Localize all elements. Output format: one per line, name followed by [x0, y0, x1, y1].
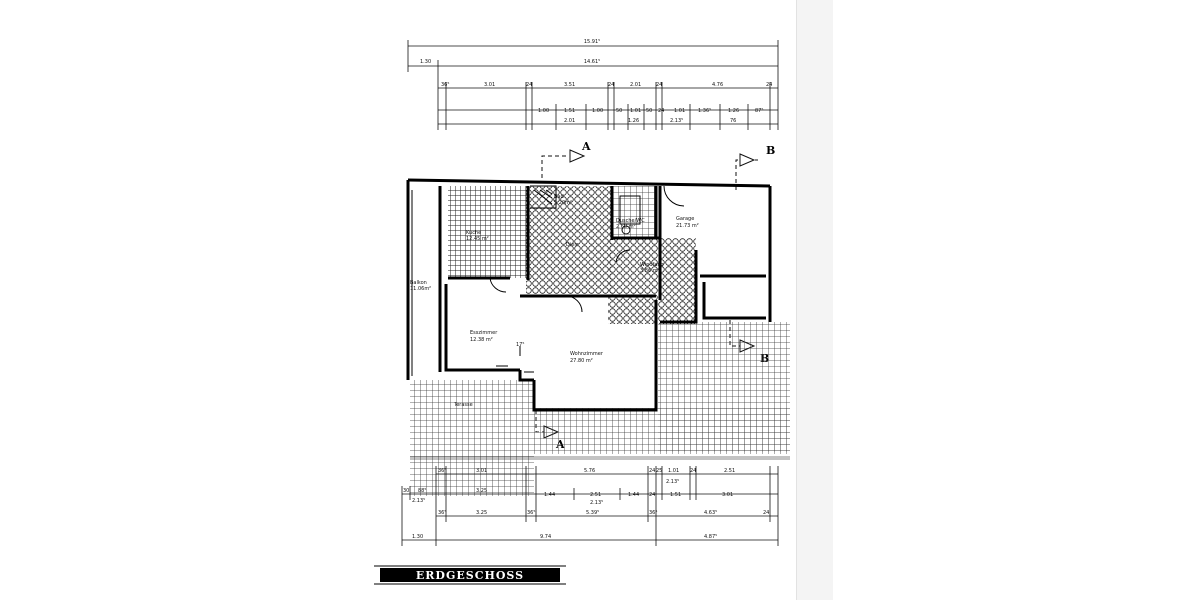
room-labels: Küche 12.45 m² Bad 5.20m² Dusche/WC 2.60…	[410, 194, 699, 408]
dim-label: 9.74	[540, 534, 551, 540]
floor-patterns	[410, 186, 790, 496]
dim-label: 2.01	[630, 82, 641, 88]
dim-label: 24	[608, 82, 614, 88]
dim-label: 24	[526, 82, 532, 88]
dim-label: 30	[403, 488, 409, 494]
dim-label: 36⁵	[438, 468, 446, 474]
dim-label: 3.51	[564, 82, 575, 88]
dim-label: 4.63⁵	[704, 510, 717, 516]
dim-label: 36⁵	[438, 510, 446, 516]
plan-title: ERDGESCHOSS	[374, 565, 566, 585]
dim-label: 1.51	[564, 108, 575, 114]
room-area-wohnzimmer: 27.80 m²	[570, 358, 593, 364]
dim-label: 36⁵	[527, 510, 535, 516]
thin-lines	[407, 185, 685, 376]
dim-label: 24	[658, 108, 664, 114]
plan-title-text: ERDGESCHOSS	[416, 569, 524, 582]
dim-label: 50	[646, 108, 652, 114]
dim-label: 1.01	[668, 468, 679, 474]
bottom-dimension-chain	[401, 466, 779, 546]
room-area-garage: 21.73 m²	[676, 223, 699, 229]
room-name-esszimmer: Esszimmer	[470, 330, 498, 336]
dim-label: 24	[690, 468, 696, 474]
dim-label: 2.13⁵	[412, 498, 425, 504]
room-area-windfang: 3.86 m²	[640, 268, 660, 274]
section-label-a-top: A	[581, 140, 591, 153]
dim-label: 3.01	[722, 492, 733, 498]
room-name-kueche: Küche	[466, 230, 481, 236]
dim-label: 36⁵	[649, 510, 657, 516]
room-name-bad: Bad	[554, 194, 564, 200]
dim-label: 2.51	[590, 492, 601, 498]
dim-label: 2.13⁵	[670, 118, 683, 124]
dim-label: 24	[656, 82, 662, 88]
room-area-esszimmer: 12.38 m²	[470, 337, 493, 343]
dim-label: 2.01	[564, 118, 575, 124]
room-area-dusche-wc: 2.60 m²	[616, 224, 636, 230]
top-dimension-chain	[407, 40, 779, 130]
dim-label: 76	[730, 118, 736, 124]
dim-label: 24	[649, 468, 655, 474]
dim-label: 24	[649, 492, 655, 498]
top-dimension-labels: 15.91⁵ 1.30 14.61⁵ 36⁵ 3.01 24 3.51 24 2…	[420, 39, 772, 124]
dim-label: 1.01	[630, 108, 641, 114]
dim-label: 36⁵	[441, 82, 449, 88]
dim-label: 88⁵	[418, 488, 426, 494]
dim-label: 25	[656, 468, 662, 474]
dim-label: 2.13⁵	[590, 500, 603, 506]
dim-label: 1.44	[544, 492, 555, 498]
dim-label: 3.01	[484, 82, 495, 88]
room-name-balkon: Balkon	[410, 280, 427, 286]
room-name-dusche-wc: Dusche/WC	[616, 218, 645, 224]
dim-label: 5.39⁵	[586, 510, 599, 516]
dim-label: 1.00	[538, 108, 549, 114]
dim-label: 1.01	[674, 108, 685, 114]
room-name-terasse: Terasse	[453, 402, 473, 408]
room-name-garage: Garage	[676, 216, 694, 222]
dim-label: 50	[616, 108, 622, 114]
section-label-b-top: B	[766, 144, 775, 157]
dim-label: 4.76	[712, 82, 723, 88]
dim-label: 1.30	[420, 59, 431, 65]
dim-label: 1.26	[728, 108, 739, 114]
dim-total: 15.91⁵	[584, 39, 600, 45]
dim-label: 1.00	[592, 108, 603, 114]
viewer-side-panel	[796, 0, 833, 600]
dim-label: 3.25	[476, 510, 487, 516]
dim-label: 4.87⁵	[704, 534, 717, 540]
floor-plan-sheet: 15.91⁵ 1.30 14.61⁵ 36⁵ 3.01 24 3.51 24 2…	[374, 39, 790, 585]
dim-label: 2.51	[724, 468, 735, 474]
dim-label: 5.76	[584, 468, 595, 474]
dim-label: 24	[763, 510, 769, 516]
dim-label: 1.36⁵	[698, 108, 711, 114]
dim-label: 1.30	[412, 534, 423, 540]
room-area-balkon: 11.06m²	[410, 286, 431, 292]
dim-label: 1.51	[670, 492, 681, 498]
dim-label: 3.01	[476, 468, 487, 474]
dim-label: 2.13⁵	[666, 479, 679, 485]
dim-label: 87⁵	[755, 108, 763, 114]
dim-label: 17⁵	[516, 342, 524, 348]
dim-label: 1.26	[628, 118, 639, 124]
room-area-bad: 5.20m²	[554, 200, 572, 206]
room-name-diele: Diele	[566, 242, 579, 248]
bottom-dimension-labels: 36⁵ 3.01 5.76 24 25 1.01 24 2.51 2.13⁵ 3…	[403, 468, 769, 540]
dim-label: 24	[766, 82, 772, 88]
floor-plan-drawing: 15.91⁵ 1.30 14.61⁵ 36⁵ 3.01 24 3.51 24 2…	[374, 39, 790, 585]
room-name-windfang: Windfang	[640, 262, 664, 268]
room-area-kueche: 12.45 m²	[466, 236, 489, 242]
dim-label: 14.61⁵	[584, 59, 600, 65]
room-name-wohnzimmer: Wohnzimmer	[570, 351, 604, 357]
dim-label: 1.44	[628, 492, 639, 498]
dim-label: 3.25	[476, 488, 487, 494]
